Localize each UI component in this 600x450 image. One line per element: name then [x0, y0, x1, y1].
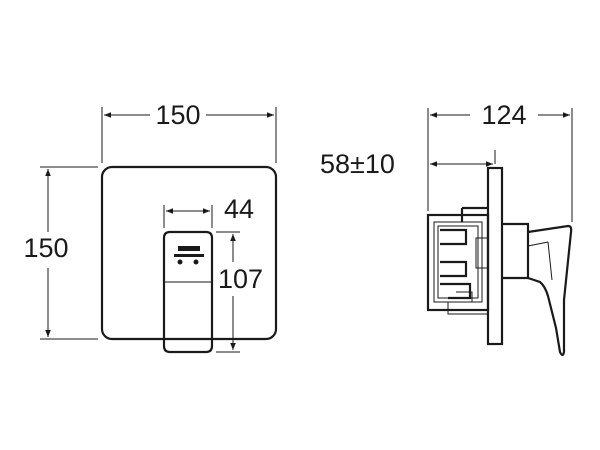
- rough-in-valve-body: [426, 206, 490, 315]
- cover-plate-outline: [100, 165, 278, 341]
- side-depth-label: 124: [481, 100, 526, 130]
- dimension-front-width: 150: [101, 100, 277, 163]
- lever-height-label: 107: [218, 264, 263, 294]
- front-height-label: 150: [23, 233, 68, 263]
- dimension-front-height: 150: [23, 166, 98, 340]
- install-range-label: 58±10: [320, 149, 395, 179]
- front-width-label: 150: [155, 100, 200, 130]
- side-wall-plate: [486, 166, 504, 346]
- dimension-side-depth: 124: [427, 100, 573, 222]
- dimension-lever-width: 44: [163, 194, 254, 228]
- lever-handle: [162, 230, 214, 354]
- front-view: 150 150 44 107: [23, 100, 278, 354]
- dimension-lever-height: 107: [216, 231, 263, 353]
- side-view: 124 58±10: [320, 100, 573, 357]
- dimension-install-range: 58±10: [320, 149, 496, 179]
- lever-width-label: 44: [224, 194, 254, 224]
- brand-logo-mark: [174, 246, 204, 265]
- side-handle-profile: [502, 222, 573, 357]
